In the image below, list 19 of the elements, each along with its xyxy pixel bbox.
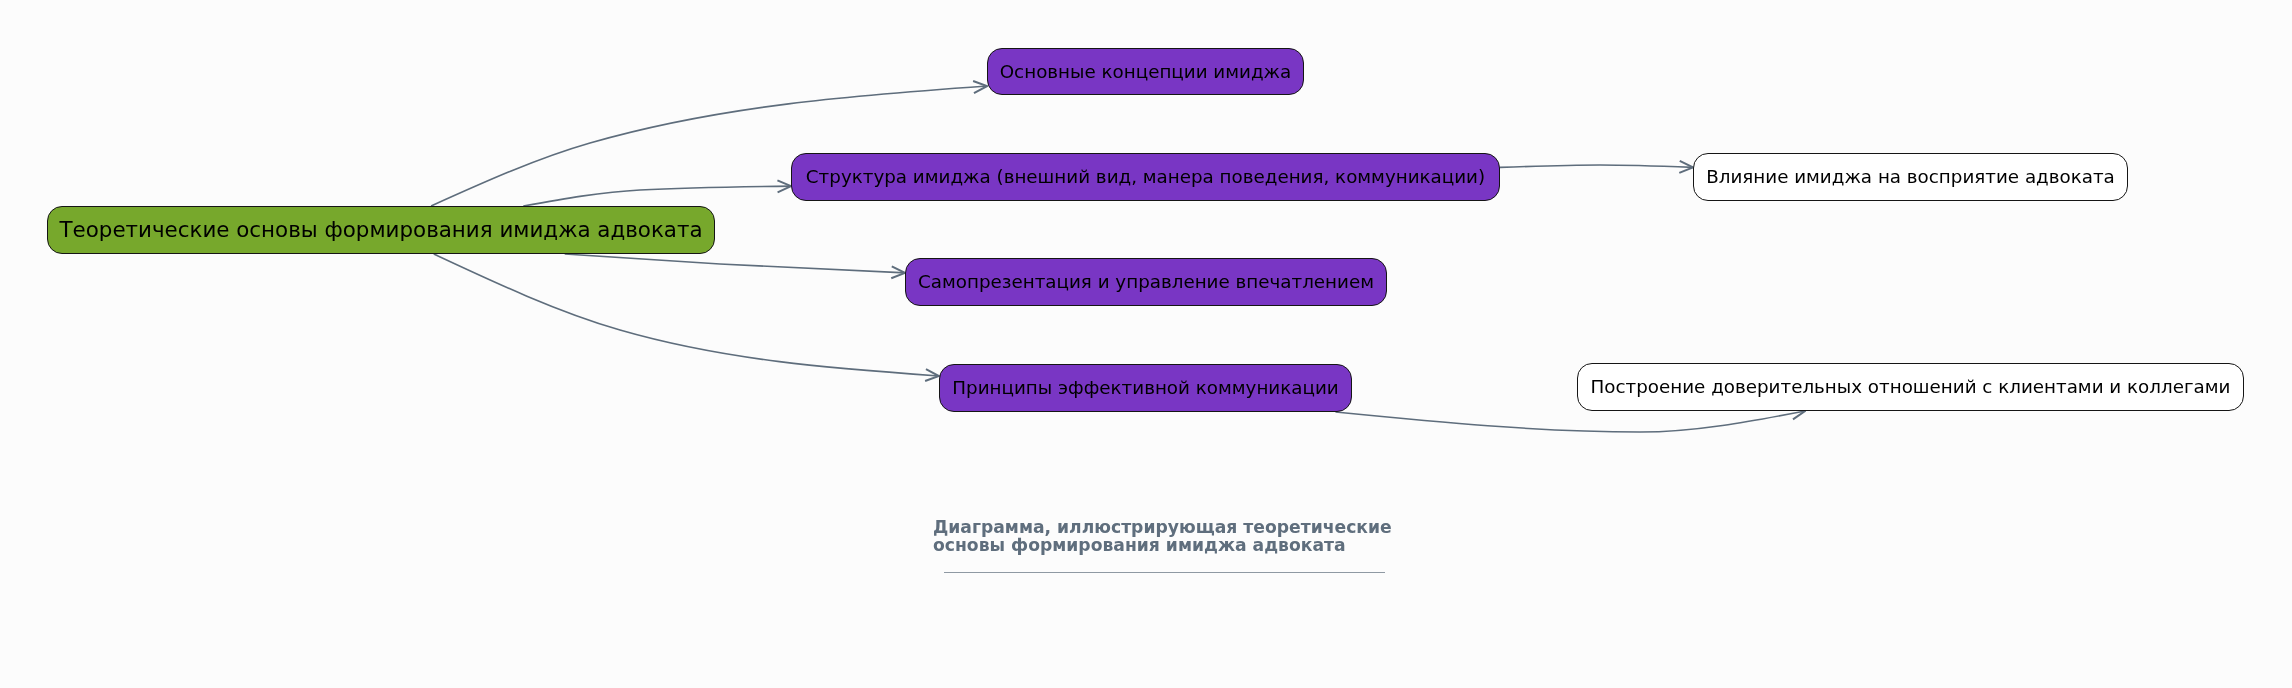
topic-box [1693,153,2128,201]
topic-label: Влияние имиджа на восприятие адвоката [1706,166,2115,188]
topic-box [905,258,1387,306]
topic-label: Теоретические основы формирования имиджа адвоката [59,217,703,243]
topic-label: Структура имиджа (внешний вид, манера поведения, коммуникации) [805,166,1486,188]
topic-label: Принципы эффективной коммуникации [952,377,1339,399]
topic-box [987,48,1304,95]
topic-label: Основные концепции имиджа [999,60,1292,83]
topic-label: Построение доверительных отношений с клиентами и коллегами [1590,376,2231,398]
root-topic-box [47,206,715,254]
topic-box [791,153,1500,201]
topic-box [1577,363,2244,411]
arrow [1499,159,1694,174]
diagram-caption: Диаграмма, иллюстрирующая теоретические основы формирования имиджа адвоката [933,518,1393,554]
arrow [430,80,988,207]
topic-box [939,364,1352,412]
arrow [432,253,940,382]
topic-label: Самопрезентация и управление впечатлением [918,271,1374,293]
arrow [522,179,792,207]
